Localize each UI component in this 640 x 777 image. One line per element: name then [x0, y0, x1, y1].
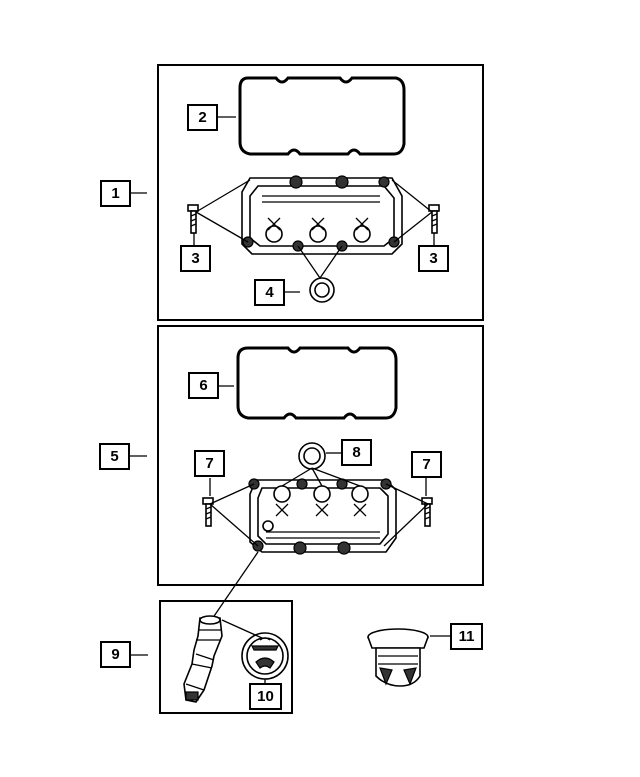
callout-11: 11: [450, 623, 483, 650]
group-9-frame: [159, 600, 293, 714]
svg-text:3: 3: [429, 250, 437, 267]
callout-6: 6: [188, 372, 219, 399]
group-5-frame: [157, 325, 484, 586]
callout-7-left: 7: [194, 450, 225, 477]
svg-text:3: 3: [191, 250, 199, 267]
callout-7-right: 7: [411, 451, 442, 478]
svg-text:1: 1: [111, 185, 119, 202]
group-1-frame: [157, 64, 484, 321]
svg-text:10: 10: [257, 688, 274, 705]
callout-2: 2: [187, 104, 218, 131]
callout-5: 5: [99, 443, 130, 470]
valve-cover-gasket-upper: [238, 76, 406, 156]
svg-text:6: 6: [199, 377, 207, 394]
callout-1: 1: [100, 180, 131, 207]
callout-4: 4: [254, 279, 285, 306]
valve-cover-upper: [241, 175, 403, 255]
svg-text:9: 9: [111, 646, 119, 663]
svg-text:11: 11: [459, 628, 475, 645]
callout-9: 9: [100, 641, 131, 668]
svg-text:5: 5: [110, 448, 118, 465]
spark-plug-tube-seal-upper: [309, 277, 335, 303]
callout-8: 8: [341, 439, 372, 466]
svg-text:2: 2: [198, 109, 206, 126]
oil-filler-cap: [241, 632, 289, 680]
spark-plug-tube-seal-lower: [298, 442, 326, 470]
valve-cover-gasket-lower: [236, 346, 398, 420]
callout-10: 10: [249, 683, 282, 710]
oil-filler-tube: [183, 615, 223, 703]
callout-3-left: 3: [180, 245, 211, 272]
svg-text:4: 4: [265, 284, 274, 301]
bolt-right-upper: [428, 204, 440, 234]
callout-3-right: 3: [418, 245, 449, 272]
bolt-left-lower: [202, 497, 214, 527]
breather-grommet: [367, 628, 429, 687]
bolt-left-upper: [187, 204, 199, 234]
valve-cover-lower: [248, 478, 397, 555]
svg-text:7: 7: [205, 455, 213, 472]
svg-text:8: 8: [352, 444, 360, 461]
svg-text:7: 7: [422, 456, 430, 473]
